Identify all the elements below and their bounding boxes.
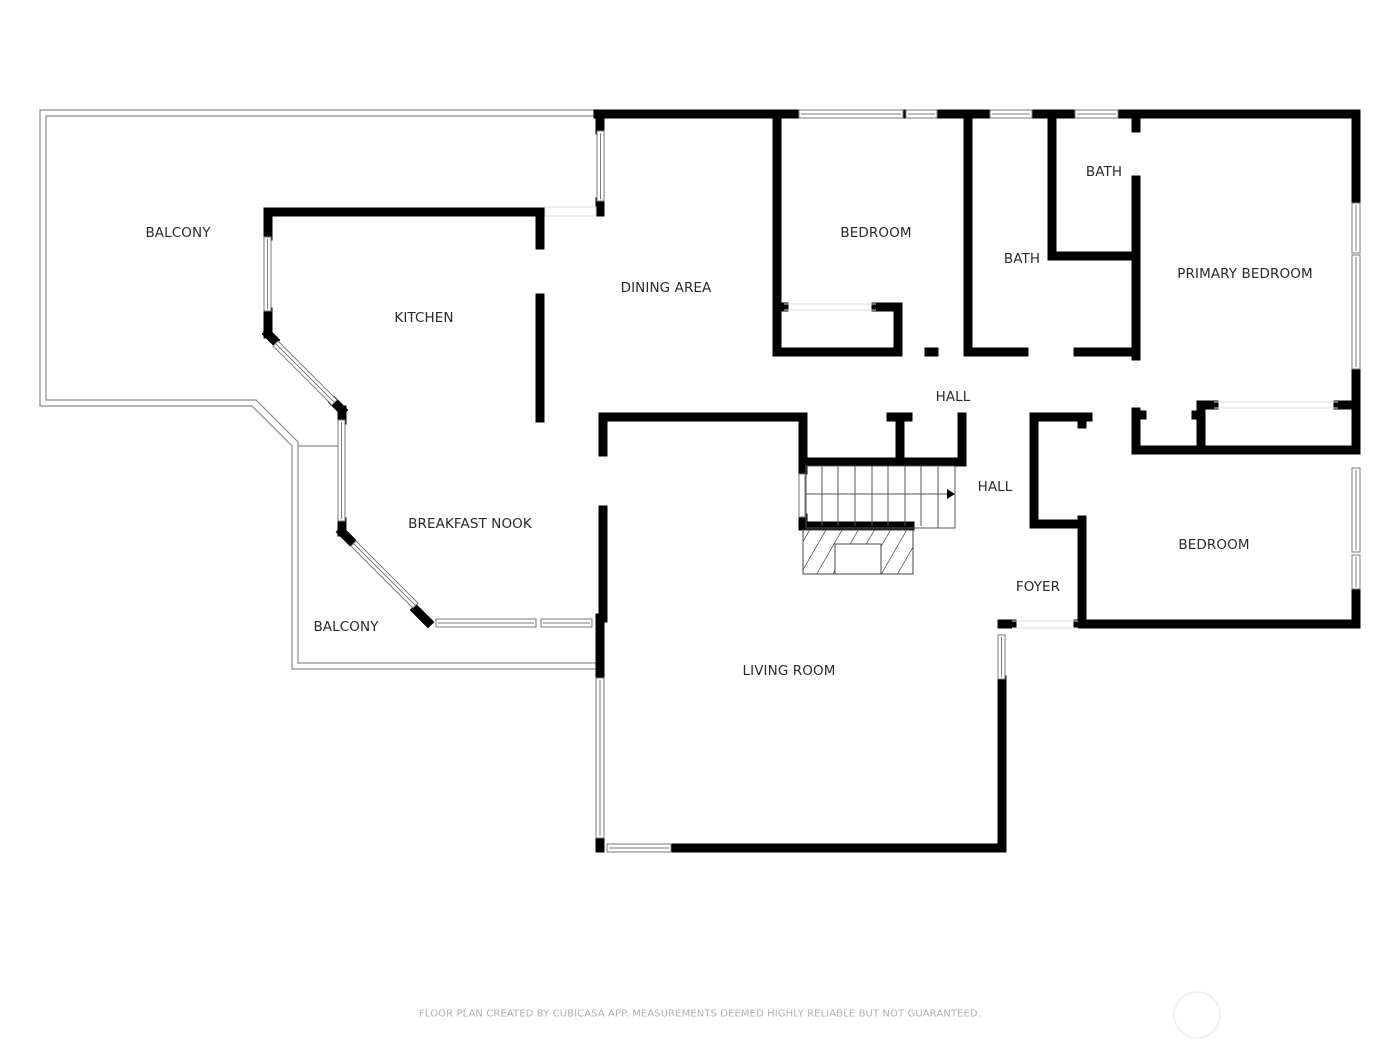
room-label-breakfast-nook: BREAKFAST NOOK (408, 516, 532, 532)
fireplace-hatch-icon (802, 529, 914, 575)
room-label-foyer: FOYER (1015, 579, 1061, 595)
room-label-bath-2: BATH (1085, 164, 1123, 180)
room-label-balcony-1: BALCONY (145, 225, 211, 241)
windows (263, 109, 1361, 853)
watermark-circle-icon (1173, 991, 1221, 1039)
footer-disclaimer: FLOOR PLAN CREATED BY CUBICASA APP. MEAS… (419, 1008, 981, 1020)
staircase (805, 465, 956, 529)
room-label-living-room: LIVING ROOM (742, 663, 836, 679)
room-label-hall-1: HALL (935, 389, 971, 405)
room-label-bath-1: BATH (1003, 251, 1041, 267)
room-label-kitchen: KITCHEN (394, 310, 454, 326)
room-label-balcony-2: BALCONY (313, 619, 379, 635)
room-label-hall-2: HALL (977, 479, 1013, 495)
room-label-dining-area: DINING AREA (620, 280, 712, 296)
balcony-outline-top (39, 109, 598, 670)
stair-arrow-icon (947, 489, 955, 499)
door-openings (544, 206, 1338, 629)
room-label-bedroom-1: BEDROOM (840, 225, 912, 241)
walls (261, 109, 1361, 853)
room-label-bedroom-2: BEDROOM (1178, 537, 1250, 553)
room-label-primary-bedroom: PRIMARY BEDROOM (1177, 266, 1313, 282)
